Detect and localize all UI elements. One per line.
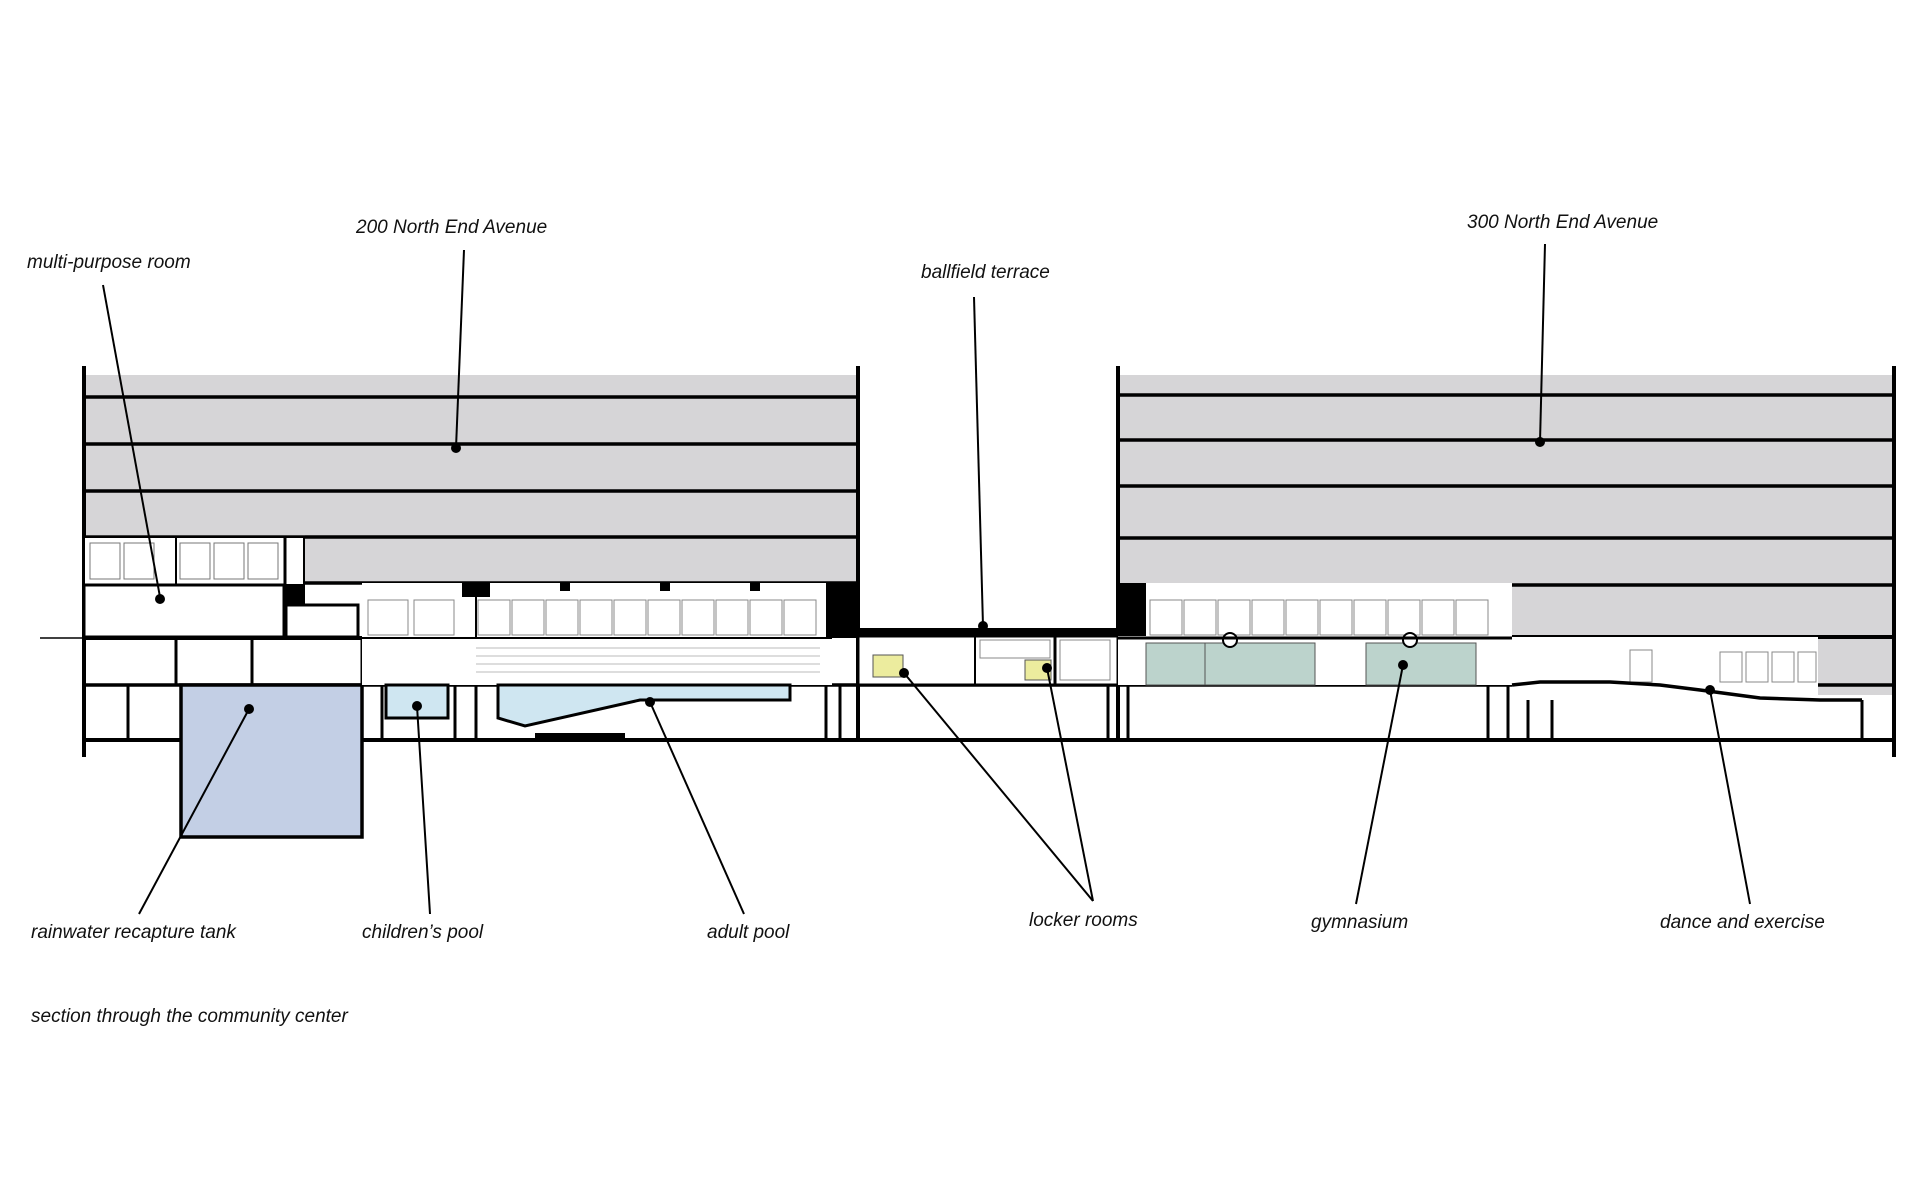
dance-exercise-level <box>1511 637 1862 702</box>
leader-lines <box>102 243 1751 915</box>
label-200-north-end-avenue: 200 North End Avenue <box>355 217 547 238</box>
label-ballfield-terrace: ballfield terrace <box>921 262 1050 283</box>
ballfield-terrace-roof <box>858 628 1118 636</box>
label-gymnasium: gymnasium <box>1311 912 1408 933</box>
label-childrens-pool: children’s pool <box>362 922 484 943</box>
leader-dots <box>155 437 1715 714</box>
tower-200-north-end <box>84 375 858 585</box>
label-locker-rooms: locker rooms <box>1029 910 1138 931</box>
label-adult-pool: adult pool <box>707 922 790 943</box>
pool-hall <box>362 583 858 685</box>
caption: section through the community center <box>31 1006 349 1027</box>
lower-level-columns <box>824 685 1864 740</box>
gym-level <box>1118 583 1512 686</box>
label-rainwater-recapture-tank: rainwater recapture tank <box>31 922 237 943</box>
label-multi-purpose-room: multi-purpose room <box>27 252 191 273</box>
label-dance-and-exercise: dance and exercise <box>1660 912 1825 933</box>
label-300-north-end-avenue: 300 North End Avenue <box>1467 212 1658 233</box>
central-locker-block <box>856 628 1120 687</box>
rainwater-recapture-tank <box>179 683 364 839</box>
adult-pool <box>496 683 792 728</box>
multi-purpose-room-area <box>82 536 305 639</box>
